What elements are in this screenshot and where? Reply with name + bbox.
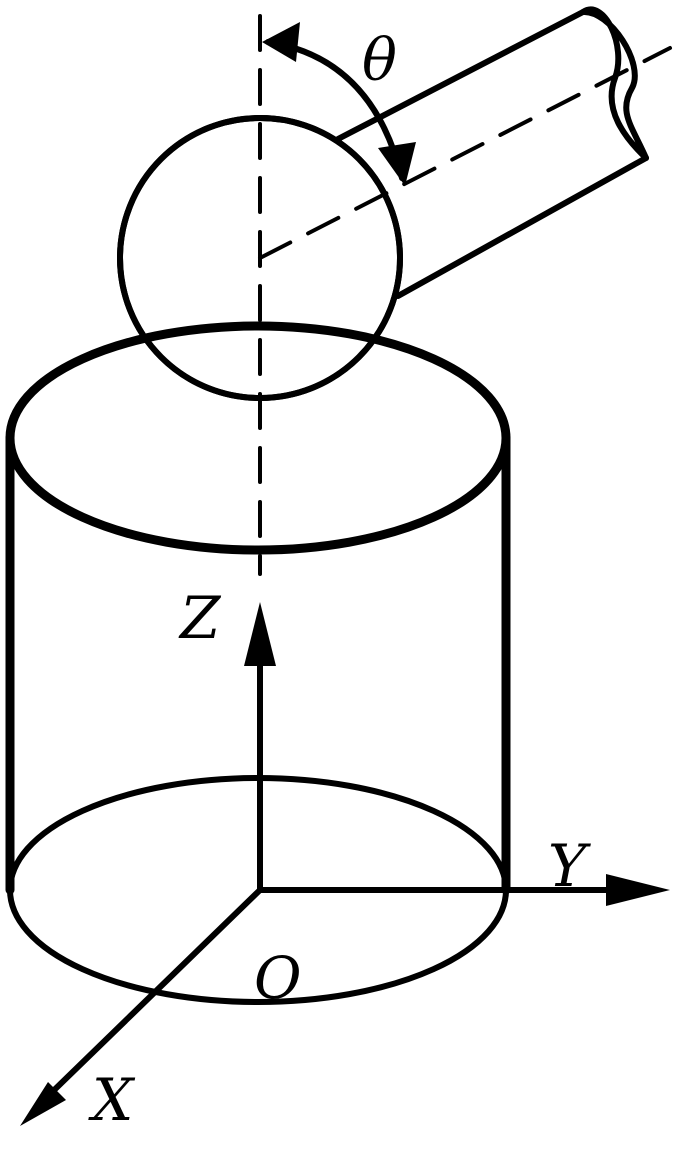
theta-arrowhead-right <box>378 142 416 186</box>
theta-label: θ <box>362 26 397 94</box>
shaft-broken-end <box>580 6 649 161</box>
cylinder-top-ellipse <box>5 321 511 555</box>
x-axis-label: X <box>88 1066 136 1134</box>
shaft-centerline-dashed <box>258 46 672 260</box>
z-axis-arrowhead <box>244 602 276 666</box>
x-axis-arrowhead <box>20 1082 66 1126</box>
x-axis-line <box>45 887 263 1099</box>
z-axis-label: Z <box>178 584 222 652</box>
y-axis-label: Y <box>548 832 591 900</box>
y-axis-arrowhead <box>606 874 670 906</box>
origin-label: O <box>254 944 302 1012</box>
theta-arrowhead-left <box>262 22 300 62</box>
